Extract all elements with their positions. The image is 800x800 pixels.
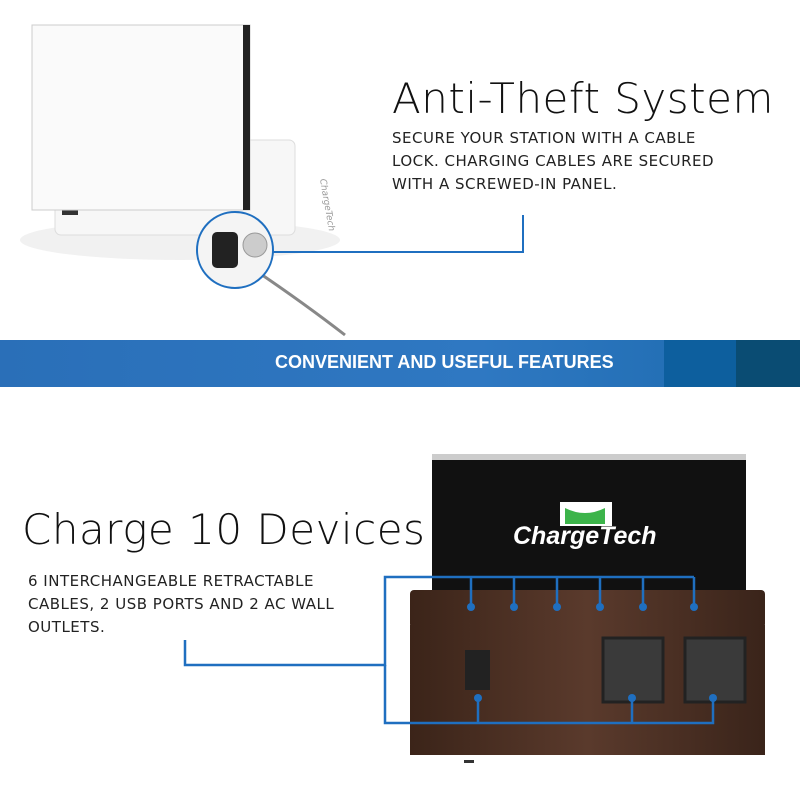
anti-theft-illustration (20, 24, 524, 337)
anti-theft-description: SECURE YOUR STATION WITH A CABLE LOCK. C… (392, 127, 714, 196)
chargetech-logo: ChargeTech (513, 522, 657, 550)
charging-station-illustration (183, 454, 765, 763)
description-line: CABLES, 2 USB PORTS AND 2 AC WALL (28, 595, 335, 613)
description-line: OUTLETS. (28, 618, 106, 636)
charge-devices-title: Charge 10 Devices (22, 505, 426, 554)
description-line: SECURE YOUR STATION WITH A CABLE (392, 129, 696, 147)
description-line: LOCK. CHARGING CABLES ARE SECURED (392, 152, 715, 170)
description-line: WITH A SCREWED-IN PANEL. (392, 175, 618, 193)
charge-devices-description: 6 INTERCHANGEABLE RETRACTABLE CABLES, 2 … (28, 570, 334, 639)
banner-text: CONVENIENT AND USEFUL FEATURES (275, 352, 614, 372)
anti-theft-title: Anti-Theft System (392, 74, 774, 123)
features-banner: CONVENIENT AND USEFUL FEATURES (0, 340, 800, 387)
description-line: 6 INTERCHANGEABLE RETRACTABLE (28, 572, 314, 590)
